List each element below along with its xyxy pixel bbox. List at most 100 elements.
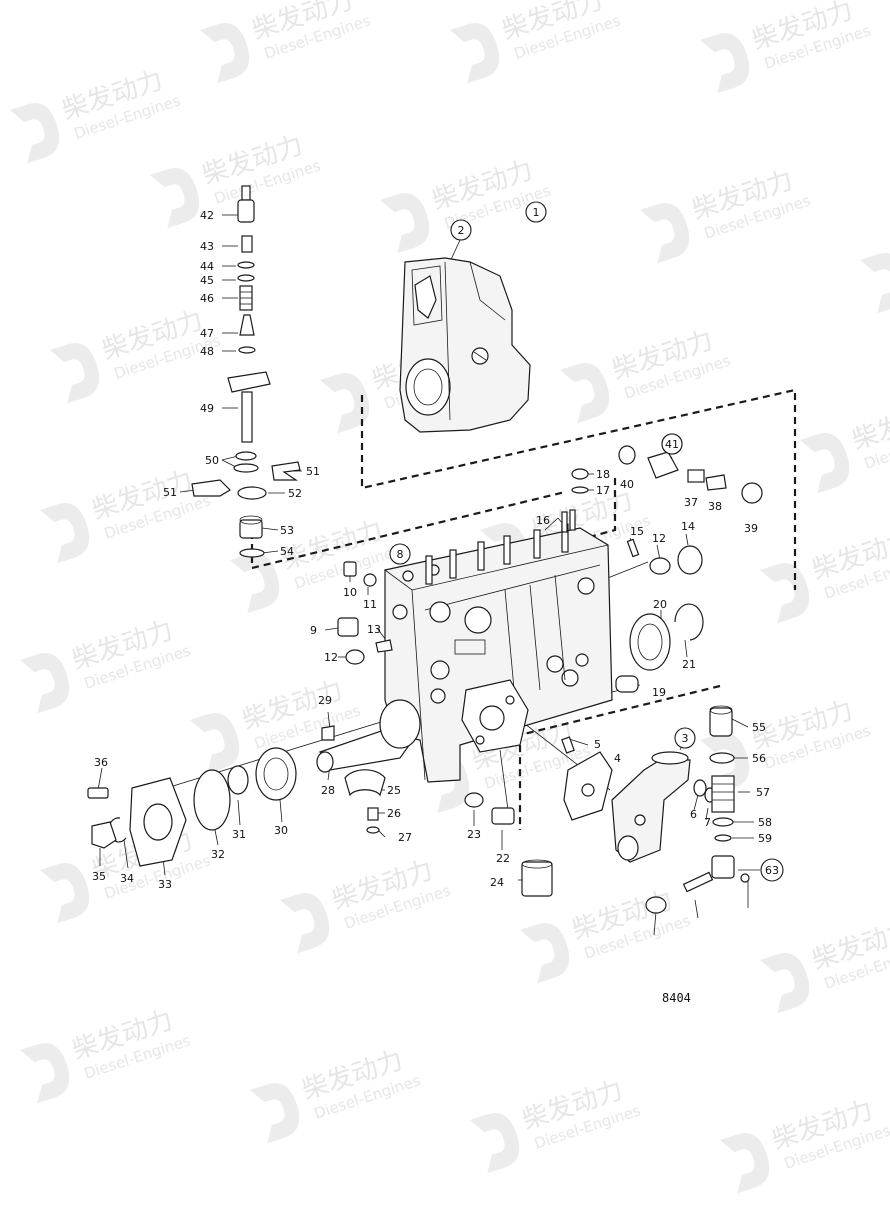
- callout-26: 26: [387, 807, 401, 820]
- callout-45: 45: [200, 274, 214, 287]
- callout-53: 53: [280, 524, 294, 537]
- callout-39: 38: [708, 500, 722, 513]
- watermark-logo-icon: [40, 863, 90, 924]
- callout-11: 11: [363, 598, 377, 611]
- callout-52: 52: [288, 487, 302, 500]
- watermark-logo-icon: [40, 503, 90, 564]
- watermark-logo-icon: [700, 733, 750, 794]
- watermark-logo-icon: [760, 563, 810, 624]
- callout-labels: 1 2 3 8 41 63 4 5 6 7 9 10 11 12 12 13 1…: [92, 201, 784, 1005]
- callout-28: 28: [321, 784, 335, 797]
- callout-37: 41: [665, 438, 679, 451]
- callout-32: 32: [211, 848, 225, 861]
- watermark-logo-icon: [860, 253, 890, 314]
- camshaft-assembly: [87, 699, 421, 867]
- callout-7: 7: [704, 816, 711, 829]
- watermark-logo-icon: [250, 1083, 300, 1144]
- watermark-logo-icon: [190, 713, 240, 774]
- callout-47: 47: [200, 327, 214, 340]
- callout-10: 10: [343, 586, 357, 599]
- callout-49: 49: [200, 402, 214, 415]
- watermark-logo-icon: [520, 923, 570, 984]
- callout-20: 20: [653, 598, 667, 611]
- callout-27: 27: [398, 831, 412, 844]
- watermark-logo-icon: [450, 23, 500, 84]
- callout-51-right: 51: [306, 465, 320, 478]
- callout-46: 46: [200, 292, 214, 305]
- callout-21: 21: [682, 658, 696, 671]
- watermark-logo-icon: [200, 23, 250, 84]
- governor-housing: [399, 257, 531, 433]
- callout-5: 5: [594, 738, 601, 751]
- callout-15: 15: [630, 525, 644, 538]
- callout-9: 9: [310, 624, 317, 637]
- callout-35: 35: [92, 870, 106, 883]
- callout-29: 29: [318, 694, 332, 707]
- callout-43: 43: [200, 240, 214, 253]
- callout-19: 19: [652, 686, 666, 699]
- callout-17: 17: [596, 484, 610, 497]
- watermark-logo-icon: [700, 33, 750, 94]
- callout-50: 50: [205, 454, 219, 467]
- callout-4: 4: [614, 752, 621, 765]
- callout-22: 22: [496, 852, 510, 865]
- callout-30: 30: [274, 824, 288, 837]
- callout-25: 25: [387, 784, 401, 797]
- watermark-logo-icon: [760, 953, 810, 1014]
- callout-56: 56: [752, 752, 766, 765]
- watermark-logo-icon: [230, 553, 280, 614]
- watermark-logo-icon: [380, 193, 430, 254]
- delivery-valve-stack: [191, 185, 301, 558]
- callout-6: 6: [690, 808, 697, 821]
- callout-38: 37: [684, 496, 698, 509]
- watermark-logo-icon: [320, 373, 370, 434]
- callout-31: 31: [232, 828, 246, 841]
- callout-16: 16: [536, 514, 550, 527]
- callout-36: 36: [94, 756, 108, 769]
- watermark-logo-icon: [720, 1133, 770, 1194]
- callout-14: 14: [681, 520, 695, 533]
- callout-23: 23: [467, 828, 481, 841]
- callout-42: 42: [200, 209, 214, 222]
- watermark-logo-icon: [560, 363, 610, 424]
- watermark-logo-icon: [20, 653, 70, 714]
- callout-48: 48: [200, 345, 214, 358]
- watermark-logo-icon: [280, 893, 330, 954]
- callout-57: 57: [756, 786, 770, 799]
- callout-34: 34: [120, 872, 134, 885]
- callout-3: 3: [682, 732, 689, 745]
- callout-51-left: 51: [163, 486, 177, 499]
- callout-60: 63: [765, 864, 779, 877]
- watermark-logo-icon: [20, 1043, 70, 1104]
- drawing-number: 8404: [662, 991, 691, 1005]
- callout-8: 8: [397, 548, 404, 561]
- callout-59: 59: [758, 832, 772, 845]
- lower-center-parts: [464, 736, 575, 897]
- callout-58: 58: [758, 816, 772, 829]
- callout-12-left: 12: [324, 651, 338, 664]
- callout-13: 13: [367, 623, 381, 636]
- hand-primer-stack: [645, 705, 750, 914]
- pump-housing: [384, 523, 613, 783]
- watermark-logo-icon: [150, 168, 200, 229]
- callout-18: 18: [596, 468, 610, 481]
